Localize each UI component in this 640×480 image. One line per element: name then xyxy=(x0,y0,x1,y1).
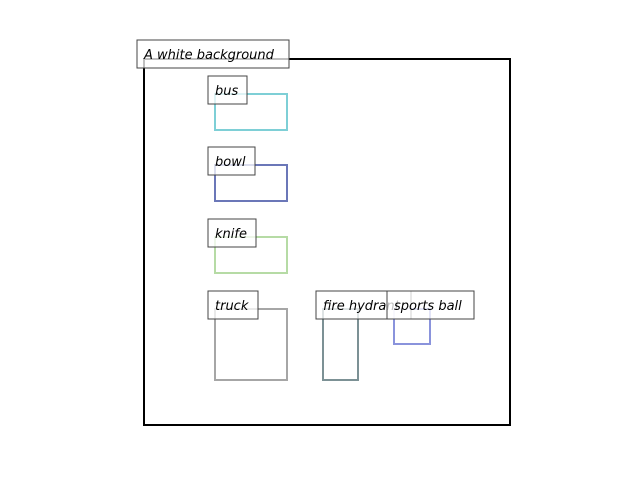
truck-label-text: truck xyxy=(215,299,249,314)
bus-label: bus xyxy=(207,75,248,105)
caption-label: A white background xyxy=(136,39,290,69)
knife-label: knife xyxy=(207,218,257,248)
truck-label: truck xyxy=(207,290,259,320)
bowl-label-text: bowl xyxy=(215,155,246,170)
bus-label-text: bus xyxy=(215,84,238,99)
fire-hydrant-box xyxy=(322,308,359,381)
bowl-label: bowl xyxy=(207,146,256,176)
scene-frame xyxy=(143,58,511,426)
bus-box xyxy=(214,93,288,131)
truck-box xyxy=(214,308,288,381)
knife-label-text: knife xyxy=(215,227,247,242)
sports-ball-label-text: sports ball xyxy=(394,299,462,314)
sports-ball-label: sports ball xyxy=(386,290,475,320)
fire-hydrant-label-text: fire hydrant xyxy=(323,299,401,314)
caption-text: A white background xyxy=(143,48,275,63)
